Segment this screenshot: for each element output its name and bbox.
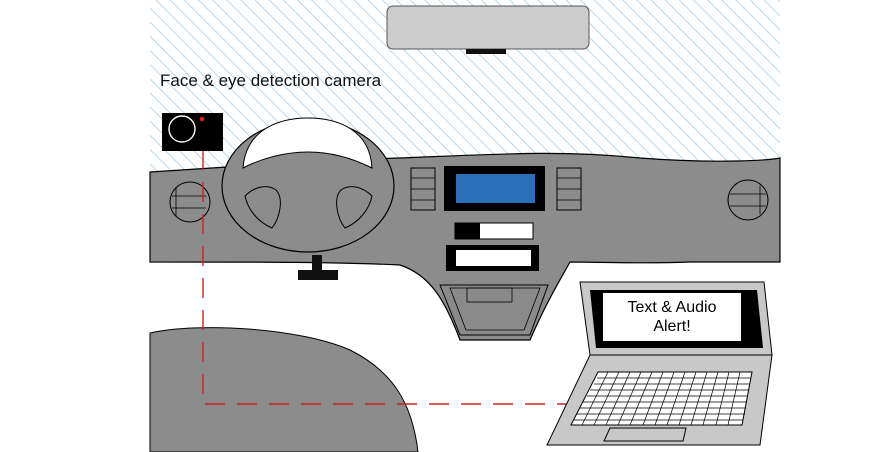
- radio-unit: [454, 222, 534, 240]
- alert-message-box: Text & Audio Alert!: [602, 292, 742, 342]
- center-vents-right: [556, 167, 582, 211]
- camera-label: Face & eye detection camera: [160, 71, 382, 90]
- steering-wheel-icon: [221, 117, 395, 280]
- camera-icon: [162, 113, 223, 151]
- climate-unit: [446, 245, 539, 271]
- center-vents-left: [410, 167, 436, 211]
- laptop-keyboard: [570, 371, 753, 426]
- laptop-touchpad: [603, 427, 687, 442]
- alert-line-2: Alert!: [653, 318, 691, 335]
- right-air-vent: [727, 179, 769, 221]
- alert-line-1: Text & Audio: [627, 299, 717, 316]
- rearview-mirror-icon: [386, 5, 590, 54]
- driver-seat: [149, 327, 419, 452]
- infotainment-display: [444, 166, 545, 211]
- camera-to-laptop-connection: [202, 150, 572, 405]
- left-air-vent: [169, 181, 211, 223]
